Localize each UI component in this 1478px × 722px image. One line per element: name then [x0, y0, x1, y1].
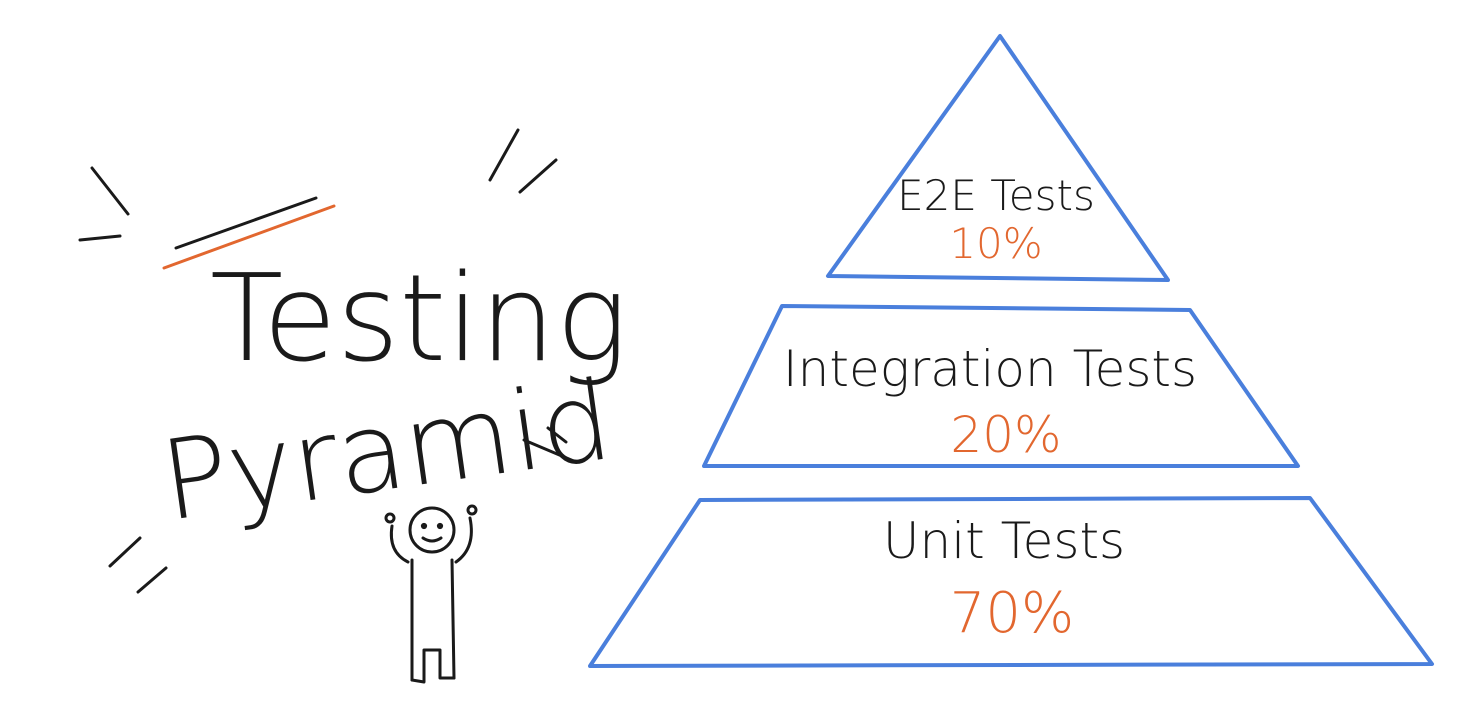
pyramid-level-bottom — [588, 496, 1434, 668]
title-testing: Testing — [162, 196, 628, 389]
level-percent-integration: 20% — [950, 406, 1061, 464]
excitement-lines-icon — [78, 128, 578, 594]
level-percent-unit: 70% — [950, 581, 1074, 646]
pyramid: E2E Tests 10% Integration Tests 20% Unit… — [588, 34, 1434, 668]
pyramid-level-middle — [702, 304, 1300, 468]
stick-figure-icon — [384, 504, 478, 684]
pyramid-level-top — [826, 34, 1170, 282]
level-label-e2e: E2E Tests — [897, 171, 1095, 220]
level-percent-e2e: 10% — [949, 219, 1042, 268]
level-label-integration: Integration Tests — [783, 340, 1197, 398]
level-label-unit: Unit Tests — [883, 512, 1125, 570]
title-line1: Testing — [210, 250, 628, 389]
